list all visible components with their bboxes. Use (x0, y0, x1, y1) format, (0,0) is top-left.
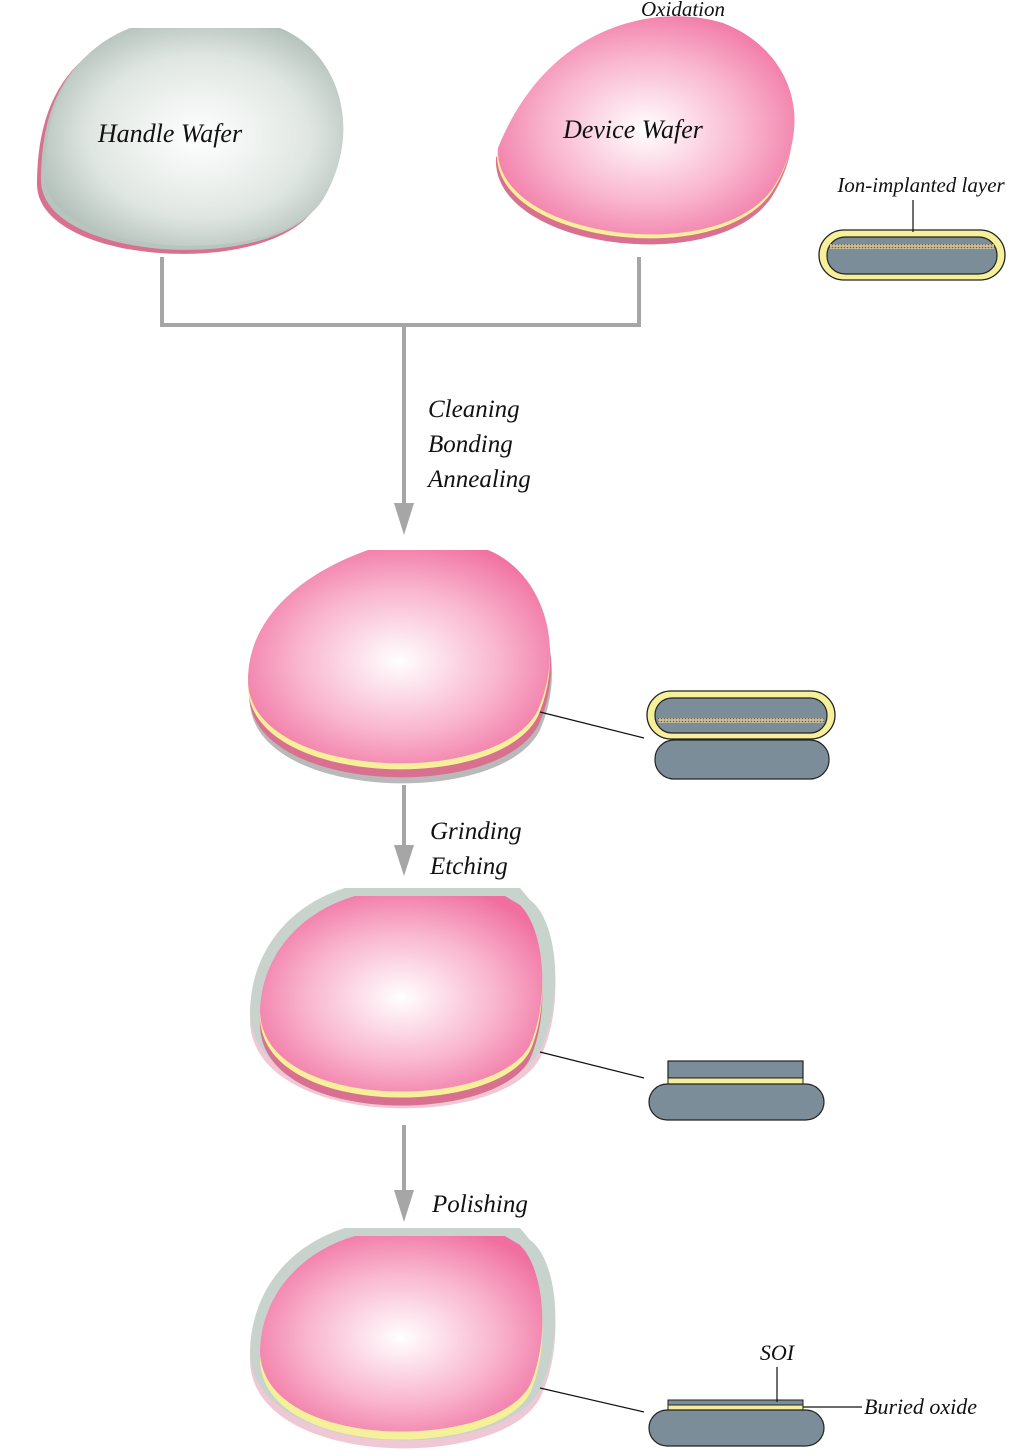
buried-oxide-label: Buried oxide (864, 1394, 977, 1419)
handle-wafer-label: Handle Wafer (97, 119, 243, 148)
step-polishing: Polishing (431, 1191, 528, 1218)
ion-implanted-cross-section (818, 200, 1006, 281)
thinned-callout-line (539, 1051, 645, 1079)
polished-callout-line (539, 1387, 645, 1413)
thinned-wafer (249, 888, 556, 1109)
thinned-cross-section (648, 1060, 825, 1121)
step-etching: Etching (429, 853, 508, 880)
ion-implanted-layer-label: Ion-implanted layer (836, 173, 1005, 197)
bonded-wafer (248, 550, 552, 784)
arrow-down-icon (394, 1190, 414, 1222)
polished-wafer (249, 1228, 556, 1449)
device-wafer-label: Device Wafer (562, 115, 704, 144)
soi-label: SOI (760, 1340, 796, 1365)
device-wafer (495, 16, 795, 245)
bonded-callout-line (539, 711, 645, 739)
step-bonding: Bonding (428, 431, 513, 458)
bonded-cross-section (646, 690, 836, 780)
step-grinding: Grinding (430, 818, 522, 845)
soi-cross-section (648, 1367, 862, 1447)
step-annealing: Annealing (426, 466, 531, 493)
oxidation-label: Oxidation (641, 0, 725, 21)
arrow-down-icon (394, 503, 414, 535)
merge-connector (160, 257, 641, 505)
handle-wafer (37, 28, 344, 254)
step-cleaning: Cleaning (428, 396, 520, 423)
arrow-down-icon (394, 845, 414, 876)
